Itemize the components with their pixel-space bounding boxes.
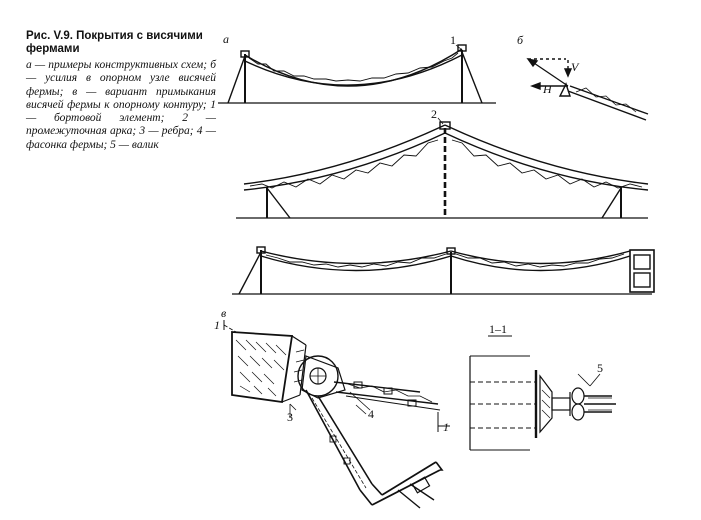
label-section: 1–1 (489, 322, 507, 336)
label-ribs: 3 (287, 410, 293, 424)
label-cut-top: 1 (214, 318, 220, 332)
support-force-diagram (526, 57, 649, 121)
label-panel-b: б (517, 33, 524, 47)
label-panel-c: в (221, 306, 226, 320)
scheme-a1 (218, 44, 496, 104)
label-gusset: 4 (368, 407, 374, 421)
connection-detail (223, 320, 450, 509)
leader-lines (289, 44, 601, 415)
section-1-1 (469, 335, 616, 451)
scheme-a3 (232, 246, 655, 295)
label-force-v: V (571, 60, 580, 74)
label-arch: 2 (431, 107, 437, 121)
scheme-a2 (236, 121, 649, 219)
caption-text: а — примеры конструктивных схем; б — уси… (26, 59, 216, 151)
figure-caption: Рис. V.9. Покрытия с висячими фермами а … (26, 30, 216, 152)
label-roller: 5 (597, 361, 603, 375)
caption-title: Рис. V.9. Покрытия с висячими фермами (26, 30, 203, 55)
label-force-h: H (542, 82, 553, 96)
label-cut-bottom: 1 (443, 420, 449, 434)
label-panel-a: а (223, 32, 229, 46)
label-bortovoy: 1 (450, 33, 456, 47)
